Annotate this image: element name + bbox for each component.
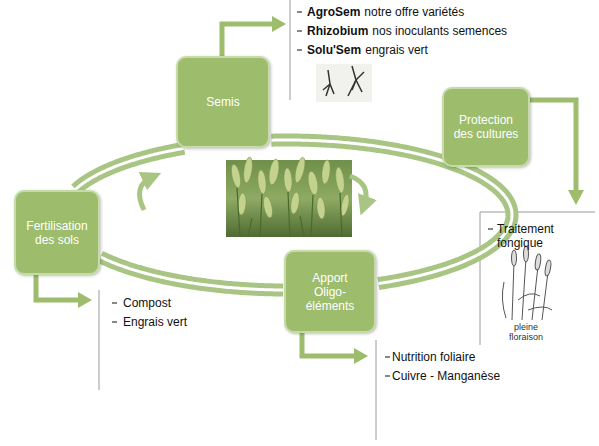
product-name: AgroSem bbox=[307, 5, 360, 19]
cycle-ring-segment bbox=[100, 257, 283, 290]
bullet-dash bbox=[297, 12, 302, 13]
box-label: Semis bbox=[206, 95, 239, 109]
bullet-dashes bbox=[112, 12, 493, 376]
ring-band bbox=[76, 148, 185, 189]
callout-line: Solu'Sem engrais vert bbox=[307, 43, 428, 57]
callout-text: Nutrition foliaire bbox=[392, 350, 475, 364]
wheat-photo bbox=[226, 156, 352, 237]
wheat-ears bbox=[230, 156, 351, 219]
bracket-line bbox=[480, 212, 481, 345]
arrowhead bbox=[78, 292, 92, 308]
callout-text: Compost bbox=[123, 296, 171, 310]
ring-gap bbox=[100, 257, 283, 290]
arrowhead bbox=[568, 190, 584, 205]
cycle-ring-segment bbox=[76, 148, 185, 189]
callout-line: Rhizobium nos inoculants semences bbox=[307, 24, 507, 38]
product-name: Rhizobium bbox=[307, 24, 368, 38]
process-box: Protection des cultures bbox=[442, 87, 530, 167]
callout-text: Traitement fongique bbox=[497, 222, 554, 250]
ring-band bbox=[378, 170, 512, 284]
callout-line: Traitement fongique bbox=[497, 222, 563, 250]
callout-text: pleine floraison bbox=[509, 322, 543, 342]
cycle-ring-segment bbox=[378, 170, 512, 284]
callout-arrow bbox=[36, 275, 80, 300]
callout-line: Compost bbox=[123, 296, 171, 310]
callout-text: Engrais vert bbox=[123, 315, 187, 329]
box-label: Protection des cultures bbox=[451, 113, 521, 141]
bracket-line bbox=[376, 340, 377, 440]
callout-line: Nutrition foliaire bbox=[392, 350, 475, 364]
arrowhead bbox=[272, 16, 286, 32]
bracket-lines bbox=[99, 0, 595, 440]
bullet-dash bbox=[112, 322, 117, 323]
cycle-arrow bbox=[350, 176, 366, 206]
callout-text: nos inoculants semences bbox=[372, 24, 507, 38]
seedling-lines bbox=[323, 66, 364, 96]
flowering-wheat-sketch bbox=[502, 246, 552, 320]
callout-text: notre offre variétés bbox=[364, 5, 464, 19]
arrowhead bbox=[354, 348, 368, 364]
cycle-ring-segment bbox=[271, 140, 467, 170]
callout-arrows bbox=[36, 24, 576, 356]
ring-band bbox=[100, 257, 283, 290]
process-box: Apport Oligo-éléments bbox=[284, 250, 376, 333]
bracket-line bbox=[480, 212, 595, 213]
wheat-stems bbox=[237, 188, 342, 237]
ring-gap bbox=[271, 140, 467, 170]
box-label: Apport Oligo-éléments bbox=[300, 271, 360, 313]
bullet-dash bbox=[488, 229, 493, 230]
ring-gap bbox=[378, 170, 512, 284]
bracket-line bbox=[99, 290, 100, 390]
callout-text: Cuivre - Manganèse bbox=[392, 369, 500, 383]
ring-band bbox=[271, 140, 467, 170]
callout-line: AgroSem notre offre variétés bbox=[307, 5, 464, 19]
process-box: Fertilisation des sols bbox=[14, 190, 100, 275]
cycle-arrow bbox=[140, 177, 153, 210]
callout-arrow bbox=[222, 24, 274, 56]
callout-text: engrais vert bbox=[365, 43, 428, 57]
ring-gap bbox=[76, 148, 185, 189]
callout-arrow bbox=[302, 333, 356, 356]
product-name: Solu'Sem bbox=[307, 43, 361, 57]
seedling-sketch bbox=[316, 64, 372, 102]
box-label: Fertilisation des sols bbox=[22, 219, 92, 247]
callout-arrow bbox=[530, 100, 576, 192]
callout-arrowheads bbox=[78, 16, 584, 364]
bullet-dash bbox=[112, 303, 117, 304]
bullet-dash bbox=[297, 31, 302, 32]
callout-line: pleine floraison bbox=[503, 322, 549, 342]
callout-line: Engrais vert bbox=[123, 315, 187, 329]
callout-line: Cuivre - Manganèse bbox=[392, 369, 500, 383]
bracket-line bbox=[290, 0, 291, 100]
bullet-dash bbox=[385, 357, 390, 358]
sketch-background bbox=[316, 64, 372, 102]
bullet-dash bbox=[385, 376, 390, 377]
bullet-dash bbox=[297, 50, 302, 51]
process-box: Semis bbox=[176, 56, 270, 148]
